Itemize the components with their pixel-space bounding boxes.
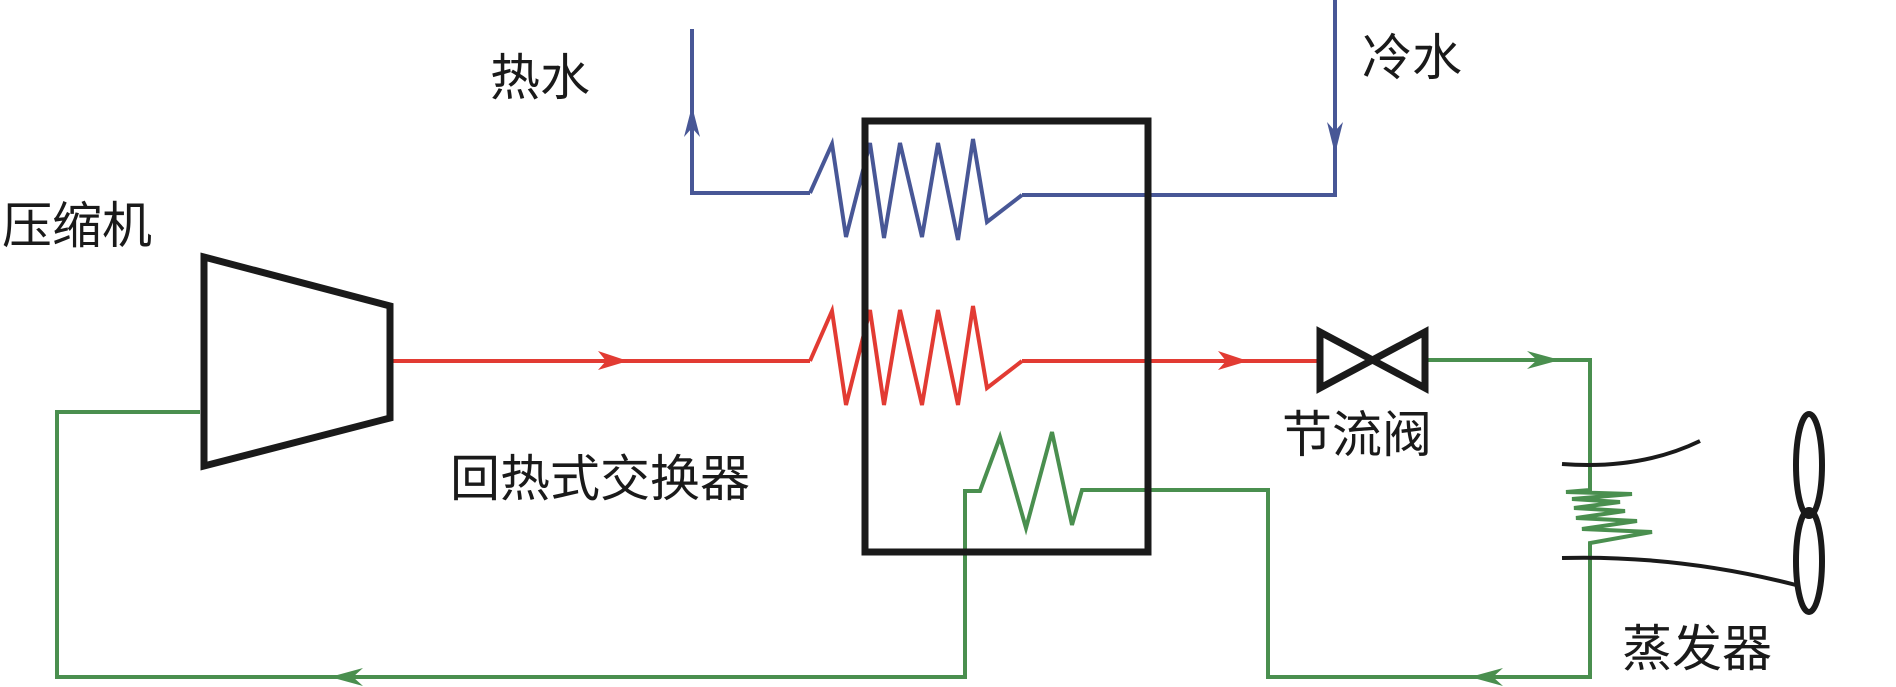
cold-water-arrow-icon [1327, 122, 1343, 154]
suction-arrow-icon [330, 668, 363, 686]
label-hot-water: 热水 [490, 49, 590, 107]
throttle-valve-body[interactable] [1316, 326, 1429, 394]
compressor-body[interactable] [200, 252, 394, 471]
fan-icon [1793, 411, 1825, 615]
hot-water-pipe [690, 29, 810, 195]
label-throttle-valve: 节流阀 [1282, 406, 1432, 464]
high-pressure-loop [392, 303, 1320, 406]
discharge-arrow-icon [598, 351, 628, 370]
label-evaporator: 蒸发器 [1622, 620, 1772, 678]
water-loop [684, 0, 1343, 241]
label-regenerative-heat-exchanger: 回热式交换器 [450, 450, 750, 508]
suction-coil [55, 410, 1092, 679]
evaporator-coil [1565, 486, 1653, 548]
valve-to-evaporator-pipe [1425, 358, 1592, 486]
label-compressor: 压缩机 [2, 197, 152, 255]
heat-exchanger-body[interactable] [861, 117, 1152, 556]
liquid-line-arrow-icon [1218, 351, 1248, 370]
evaporator-return-arrow-icon [1470, 668, 1503, 686]
water-coil [808, 136, 1024, 241]
evaporator-duct-bottom [1561, 555, 1797, 587]
hot-water-arrow-icon [684, 106, 700, 137]
low-pressure-loop [55, 351, 1653, 686]
evaporator-duct-top [1561, 439, 1701, 468]
valve-outlet-arrow-icon [1527, 351, 1560, 369]
evaporator-return-pipe [1092, 488, 1592, 679]
cold-water-pipe [1022, 0, 1337, 197]
label-cold-water: 冷水 [1362, 29, 1462, 87]
condensing-coil [808, 303, 1024, 406]
